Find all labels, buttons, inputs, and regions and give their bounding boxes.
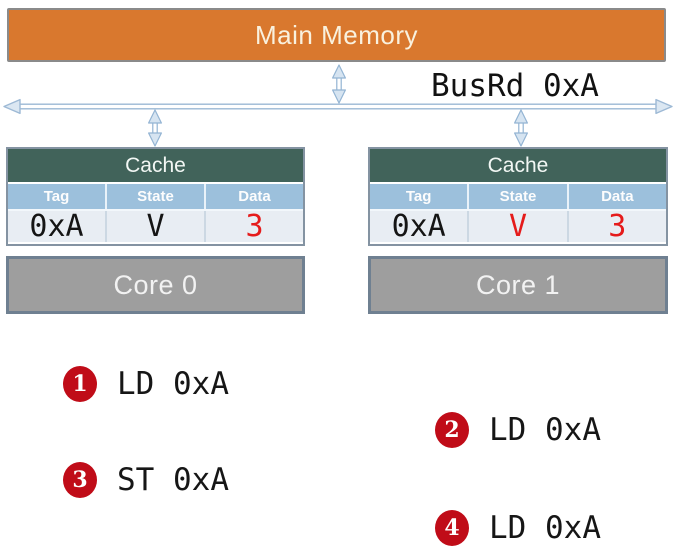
cache0-entry-row: 0xA V 3 bbox=[8, 211, 303, 242]
op3-text: ST 0xA bbox=[117, 462, 229, 498]
cache1-title: Cache bbox=[370, 149, 666, 184]
memory-bus-arrow bbox=[332, 64, 346, 104]
cache1-entry-row: 0xA V 3 bbox=[370, 211, 666, 242]
cache0-box: Cache Tag State Data 0xA V 3 bbox=[6, 147, 305, 246]
operation-2: 2 LD 0xA bbox=[435, 412, 601, 448]
cache1-col-data: Data bbox=[601, 188, 634, 205]
op4-number-badge: 4 bbox=[435, 510, 469, 546]
cache0-title: Cache bbox=[8, 149, 303, 184]
cache0-tag-value: 0xA bbox=[8, 211, 107, 242]
cache0-col-data: Data bbox=[238, 188, 271, 205]
core0-box: Core 0 bbox=[6, 256, 305, 314]
cache1-state-value: V bbox=[469, 211, 569, 242]
cache0-col-tag: Tag bbox=[8, 184, 107, 209]
cache1-column-header: Tag State Data bbox=[370, 184, 666, 211]
cache1-data-value: 3 bbox=[608, 209, 627, 244]
main-memory-box: Main Memory bbox=[7, 8, 666, 62]
cache0-column-header: Tag State Data bbox=[8, 184, 303, 211]
bus-read-label: BusRd 0xA bbox=[431, 68, 599, 104]
cache0-data-value: 3 bbox=[245, 209, 264, 244]
operation-4: 4 LD 0xA bbox=[435, 510, 601, 546]
operation-3: 3 ST 0xA bbox=[63, 462, 229, 498]
main-memory-label: Main Memory bbox=[255, 19, 418, 50]
operation-1: 1 LD 0xA bbox=[63, 366, 229, 402]
cache1-col-state: State bbox=[469, 184, 569, 209]
core0-label: Core 0 bbox=[113, 269, 198, 300]
cache1-box: Cache Tag State Data 0xA V 3 bbox=[368, 147, 668, 246]
core1-label: Core 1 bbox=[475, 269, 561, 300]
cache0-col-state: State bbox=[107, 184, 206, 209]
op2-text: LD 0xA bbox=[489, 412, 601, 448]
cache0-bus-arrow bbox=[148, 109, 162, 147]
op1-number-badge: 1 bbox=[63, 366, 97, 402]
op4-text: LD 0xA bbox=[489, 510, 601, 546]
op1-text: LD 0xA bbox=[117, 366, 229, 402]
cache1-bus-arrow bbox=[513, 109, 529, 147]
core1-box: Core 1 bbox=[368, 256, 668, 314]
cache0-state-value: V bbox=[107, 211, 206, 242]
cache1-tag-value: 0xA bbox=[370, 211, 470, 242]
op3-number-badge: 3 bbox=[63, 462, 97, 498]
cache1-col-tag: Tag bbox=[370, 184, 470, 209]
op2-number-badge: 2 bbox=[435, 412, 469, 448]
